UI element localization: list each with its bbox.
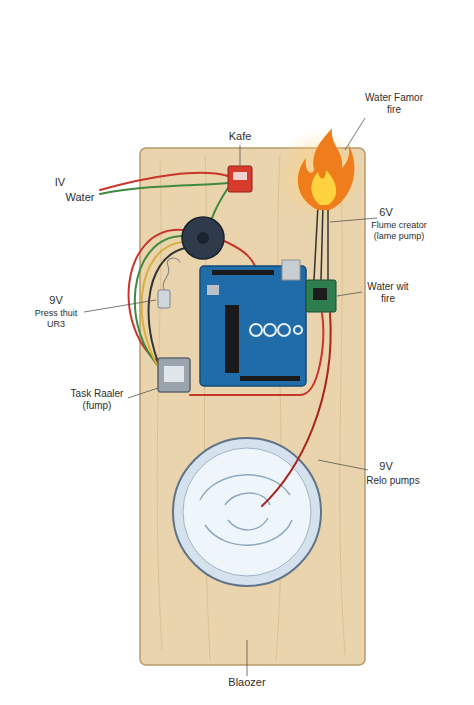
callout-label: Press thuit UR3 xyxy=(28,308,84,330)
sensor-chip xyxy=(313,288,327,300)
red-module-chip xyxy=(233,172,247,180)
relay-pump xyxy=(158,358,190,392)
flame xyxy=(298,128,355,210)
wood-board xyxy=(140,148,365,665)
callout-label: Water wit fire xyxy=(362,281,414,305)
chip xyxy=(225,305,239,373)
header-pins xyxy=(212,270,274,275)
callout-label: 6V xyxy=(374,206,398,219)
usb-port xyxy=(282,260,300,280)
callout-label: 9V xyxy=(44,294,68,307)
relay-window xyxy=(164,366,184,382)
flame-sensor xyxy=(306,280,336,312)
callout-label: IV xyxy=(50,176,70,189)
switch xyxy=(158,290,170,308)
callout-label: Flume creator (lame pump) xyxy=(364,220,434,242)
wood-grain xyxy=(157,155,345,660)
buzzer xyxy=(182,217,224,259)
water-bowl xyxy=(173,438,321,586)
buzzer-hole xyxy=(197,232,209,244)
water-swirl xyxy=(200,475,292,545)
water-surface xyxy=(183,448,311,576)
callout-label: 9V xyxy=(374,460,398,473)
callout-label: Blaozer xyxy=(212,676,282,689)
leader-lines xyxy=(84,118,377,676)
callout-label: Water Famor fire xyxy=(362,92,426,116)
red-module xyxy=(228,166,252,192)
arduino-board xyxy=(200,266,306,386)
callout-label: Task Raaler (fump) xyxy=(66,388,128,412)
board-logo xyxy=(250,324,302,336)
wires xyxy=(100,173,331,506)
callout-label: Relo pumps xyxy=(362,475,424,487)
callout-label: Water xyxy=(60,191,100,204)
callout-label: Kafe xyxy=(222,130,258,143)
flame-core xyxy=(312,170,337,205)
header-pins xyxy=(240,376,300,381)
reset-button xyxy=(207,285,219,295)
